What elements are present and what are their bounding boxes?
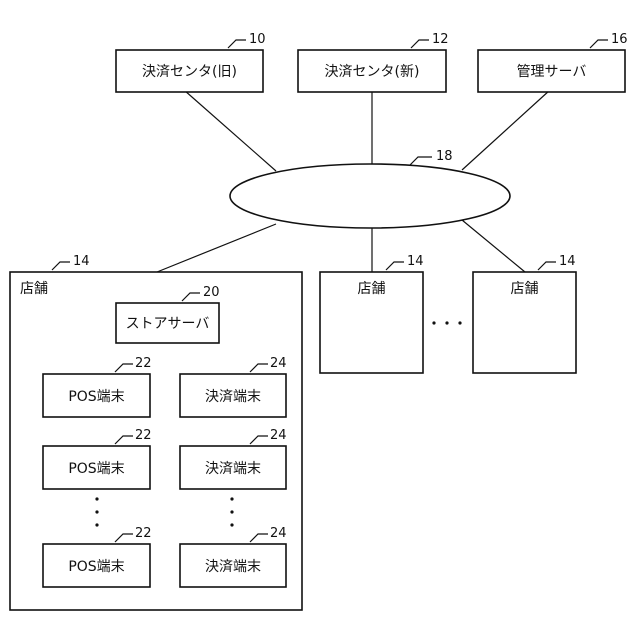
payment-terminal-3-label: 決済端末	[205, 559, 261, 575]
horizontal-ellipsis-stores	[432, 321, 461, 324]
link-management-network	[462, 90, 550, 170]
ref-leader-10	[228, 40, 246, 48]
pos-terminal-3-label: POS端末	[68, 559, 124, 575]
ref-leader-network	[410, 157, 432, 165]
ref-network: 18	[436, 149, 453, 164]
store-2: 店舗 14	[320, 254, 424, 373]
ref-leader-16	[590, 40, 608, 48]
link-network-store-main	[157, 224, 276, 272]
settlement-center-old-label: 決済センタ(旧)	[142, 64, 237, 80]
ref-22-2: 22	[135, 428, 152, 443]
payment-terminal-2-label: 決済端末	[205, 461, 261, 477]
ref-leader-store-3	[538, 262, 556, 270]
ref-leader-store-2	[386, 262, 404, 270]
ref-22-1: 22	[135, 356, 152, 371]
ref-store-main: 14	[73, 254, 90, 269]
settlement-center-new-label: 決済センタ(新)	[325, 64, 420, 80]
settlement-center-new: 決済センタ(新) 12	[298, 32, 449, 92]
ref-10: 10	[249, 32, 266, 47]
ref-leader-store-main	[52, 262, 70, 270]
ref-22-3: 22	[135, 526, 152, 541]
store-server-label: ストアサーバ	[126, 316, 210, 332]
ref-20: 20	[203, 285, 220, 300]
settlement-center-old: 決済センタ(旧) 10	[116, 32, 266, 92]
store-3: 店舗 14	[473, 254, 576, 373]
store-3-label: 店舗	[511, 281, 539, 297]
store-2-label: 店舗	[358, 281, 386, 297]
ref-leader-12	[411, 40, 429, 48]
store-main: 店舗 14 ストアサーバ 20 POS端末 22 POS端末 22 POS端末 …	[10, 254, 302, 610]
store-main-label: 店舗	[20, 281, 48, 297]
ref-24-2: 24	[270, 428, 287, 443]
management-server-label: 管理サーバ	[517, 64, 587, 80]
link-center-old-network	[184, 90, 276, 171]
ref-24-3: 24	[270, 526, 287, 541]
link-network-store-3	[462, 220, 525, 272]
pos-terminal-2-label: POS端末	[68, 461, 124, 477]
network-ellipse	[230, 164, 510, 228]
pos-terminal-1-label: POS端末	[68, 389, 124, 405]
ref-12: 12	[432, 32, 449, 47]
management-server: 管理サーバ 16	[478, 32, 628, 92]
payment-terminal-1-label: 決済端末	[205, 389, 261, 405]
ref-24-1: 24	[270, 356, 287, 371]
ref-store-2: 14	[407, 254, 424, 269]
ref-store-3: 14	[559, 254, 576, 269]
ref-16: 16	[611, 32, 628, 47]
